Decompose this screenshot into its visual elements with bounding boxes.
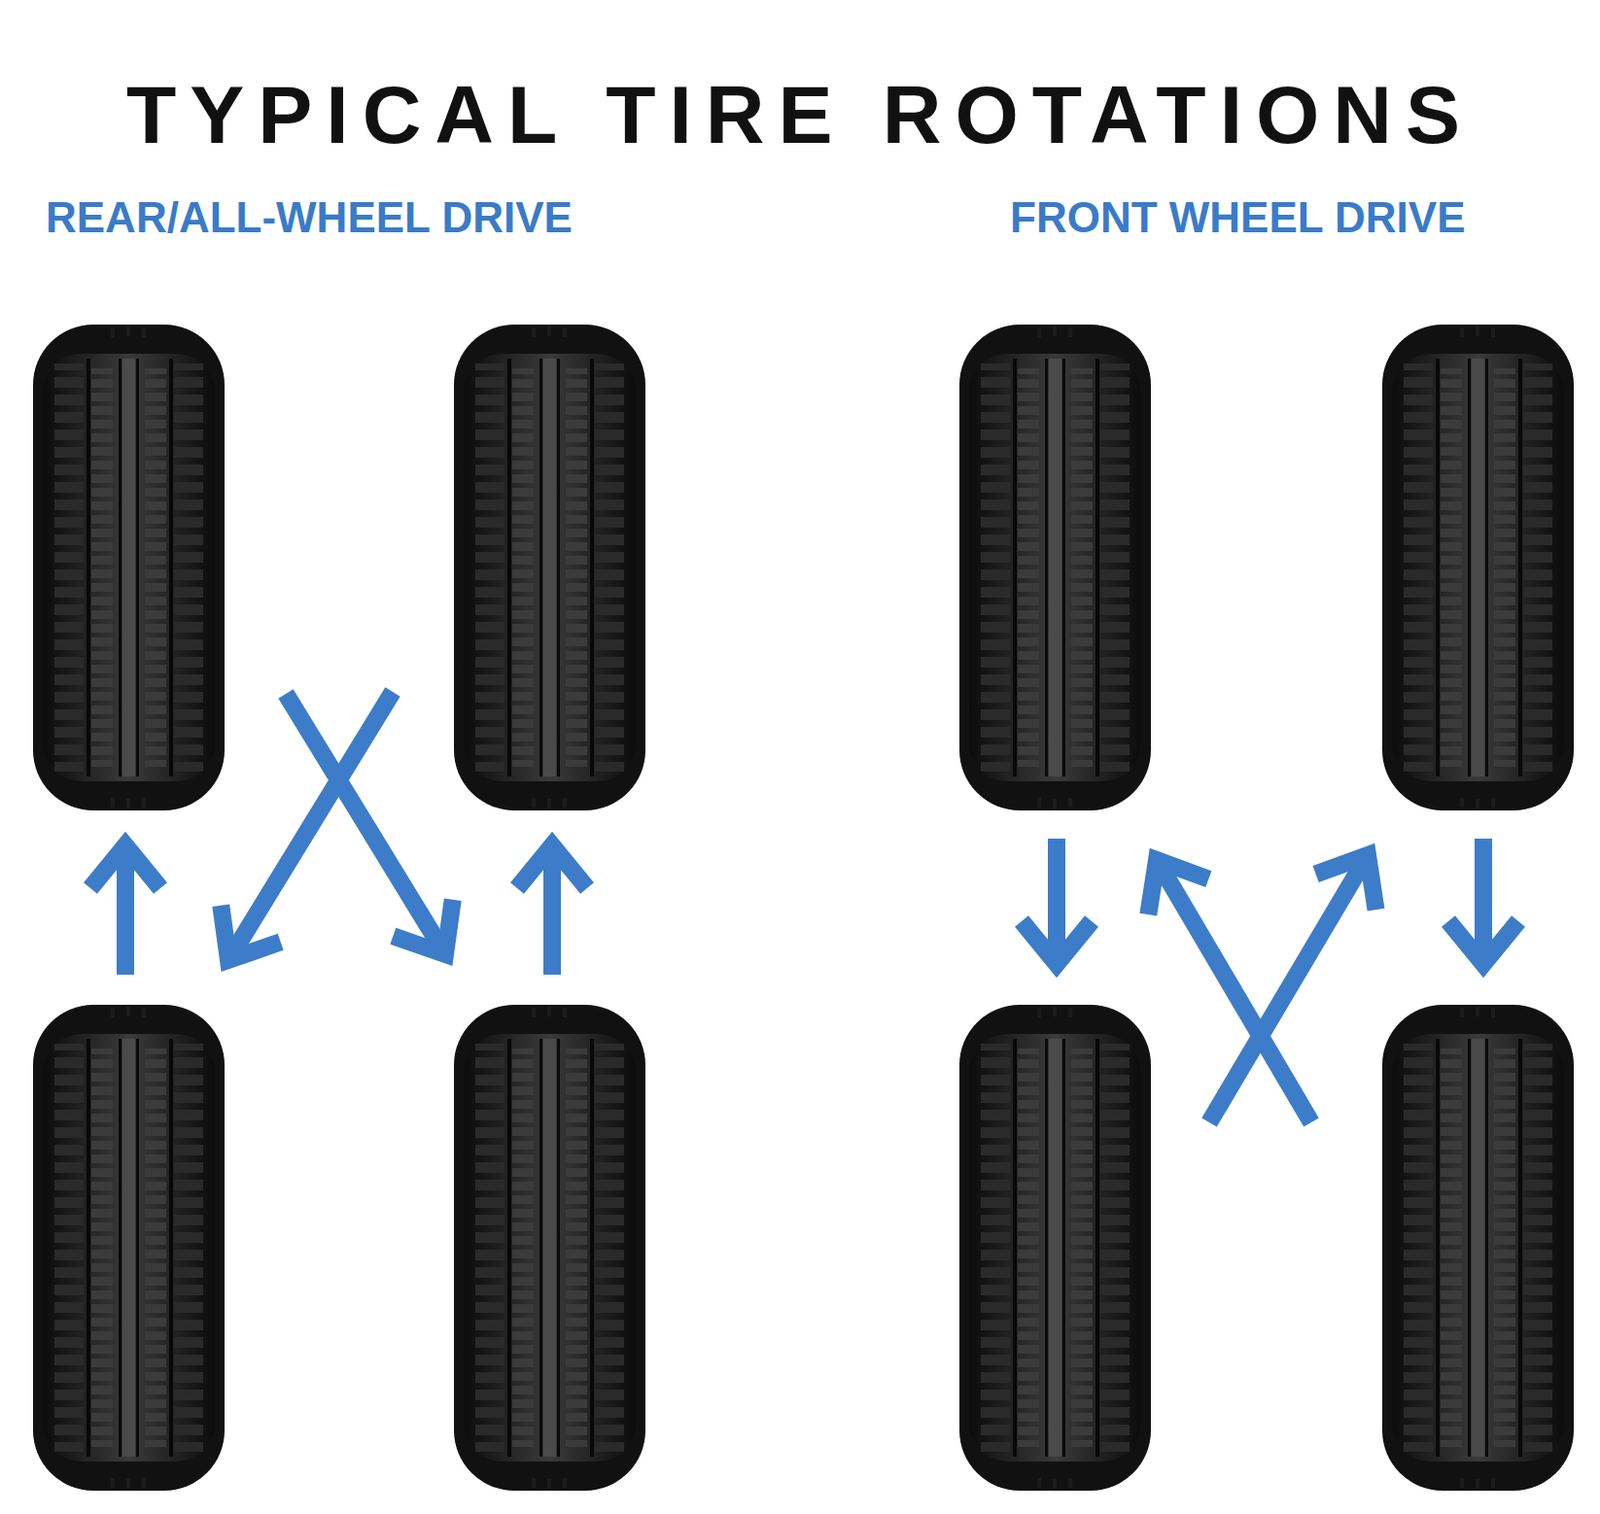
section-heading: FRONT WHEEL DRIVE	[1009, 192, 1466, 244]
section-heading: REAR/ALL-WHEEL DRIVE	[45, 192, 573, 244]
diagram-title: TYPICAL TIRE ROTATIONS	[0, 69, 1600, 160]
